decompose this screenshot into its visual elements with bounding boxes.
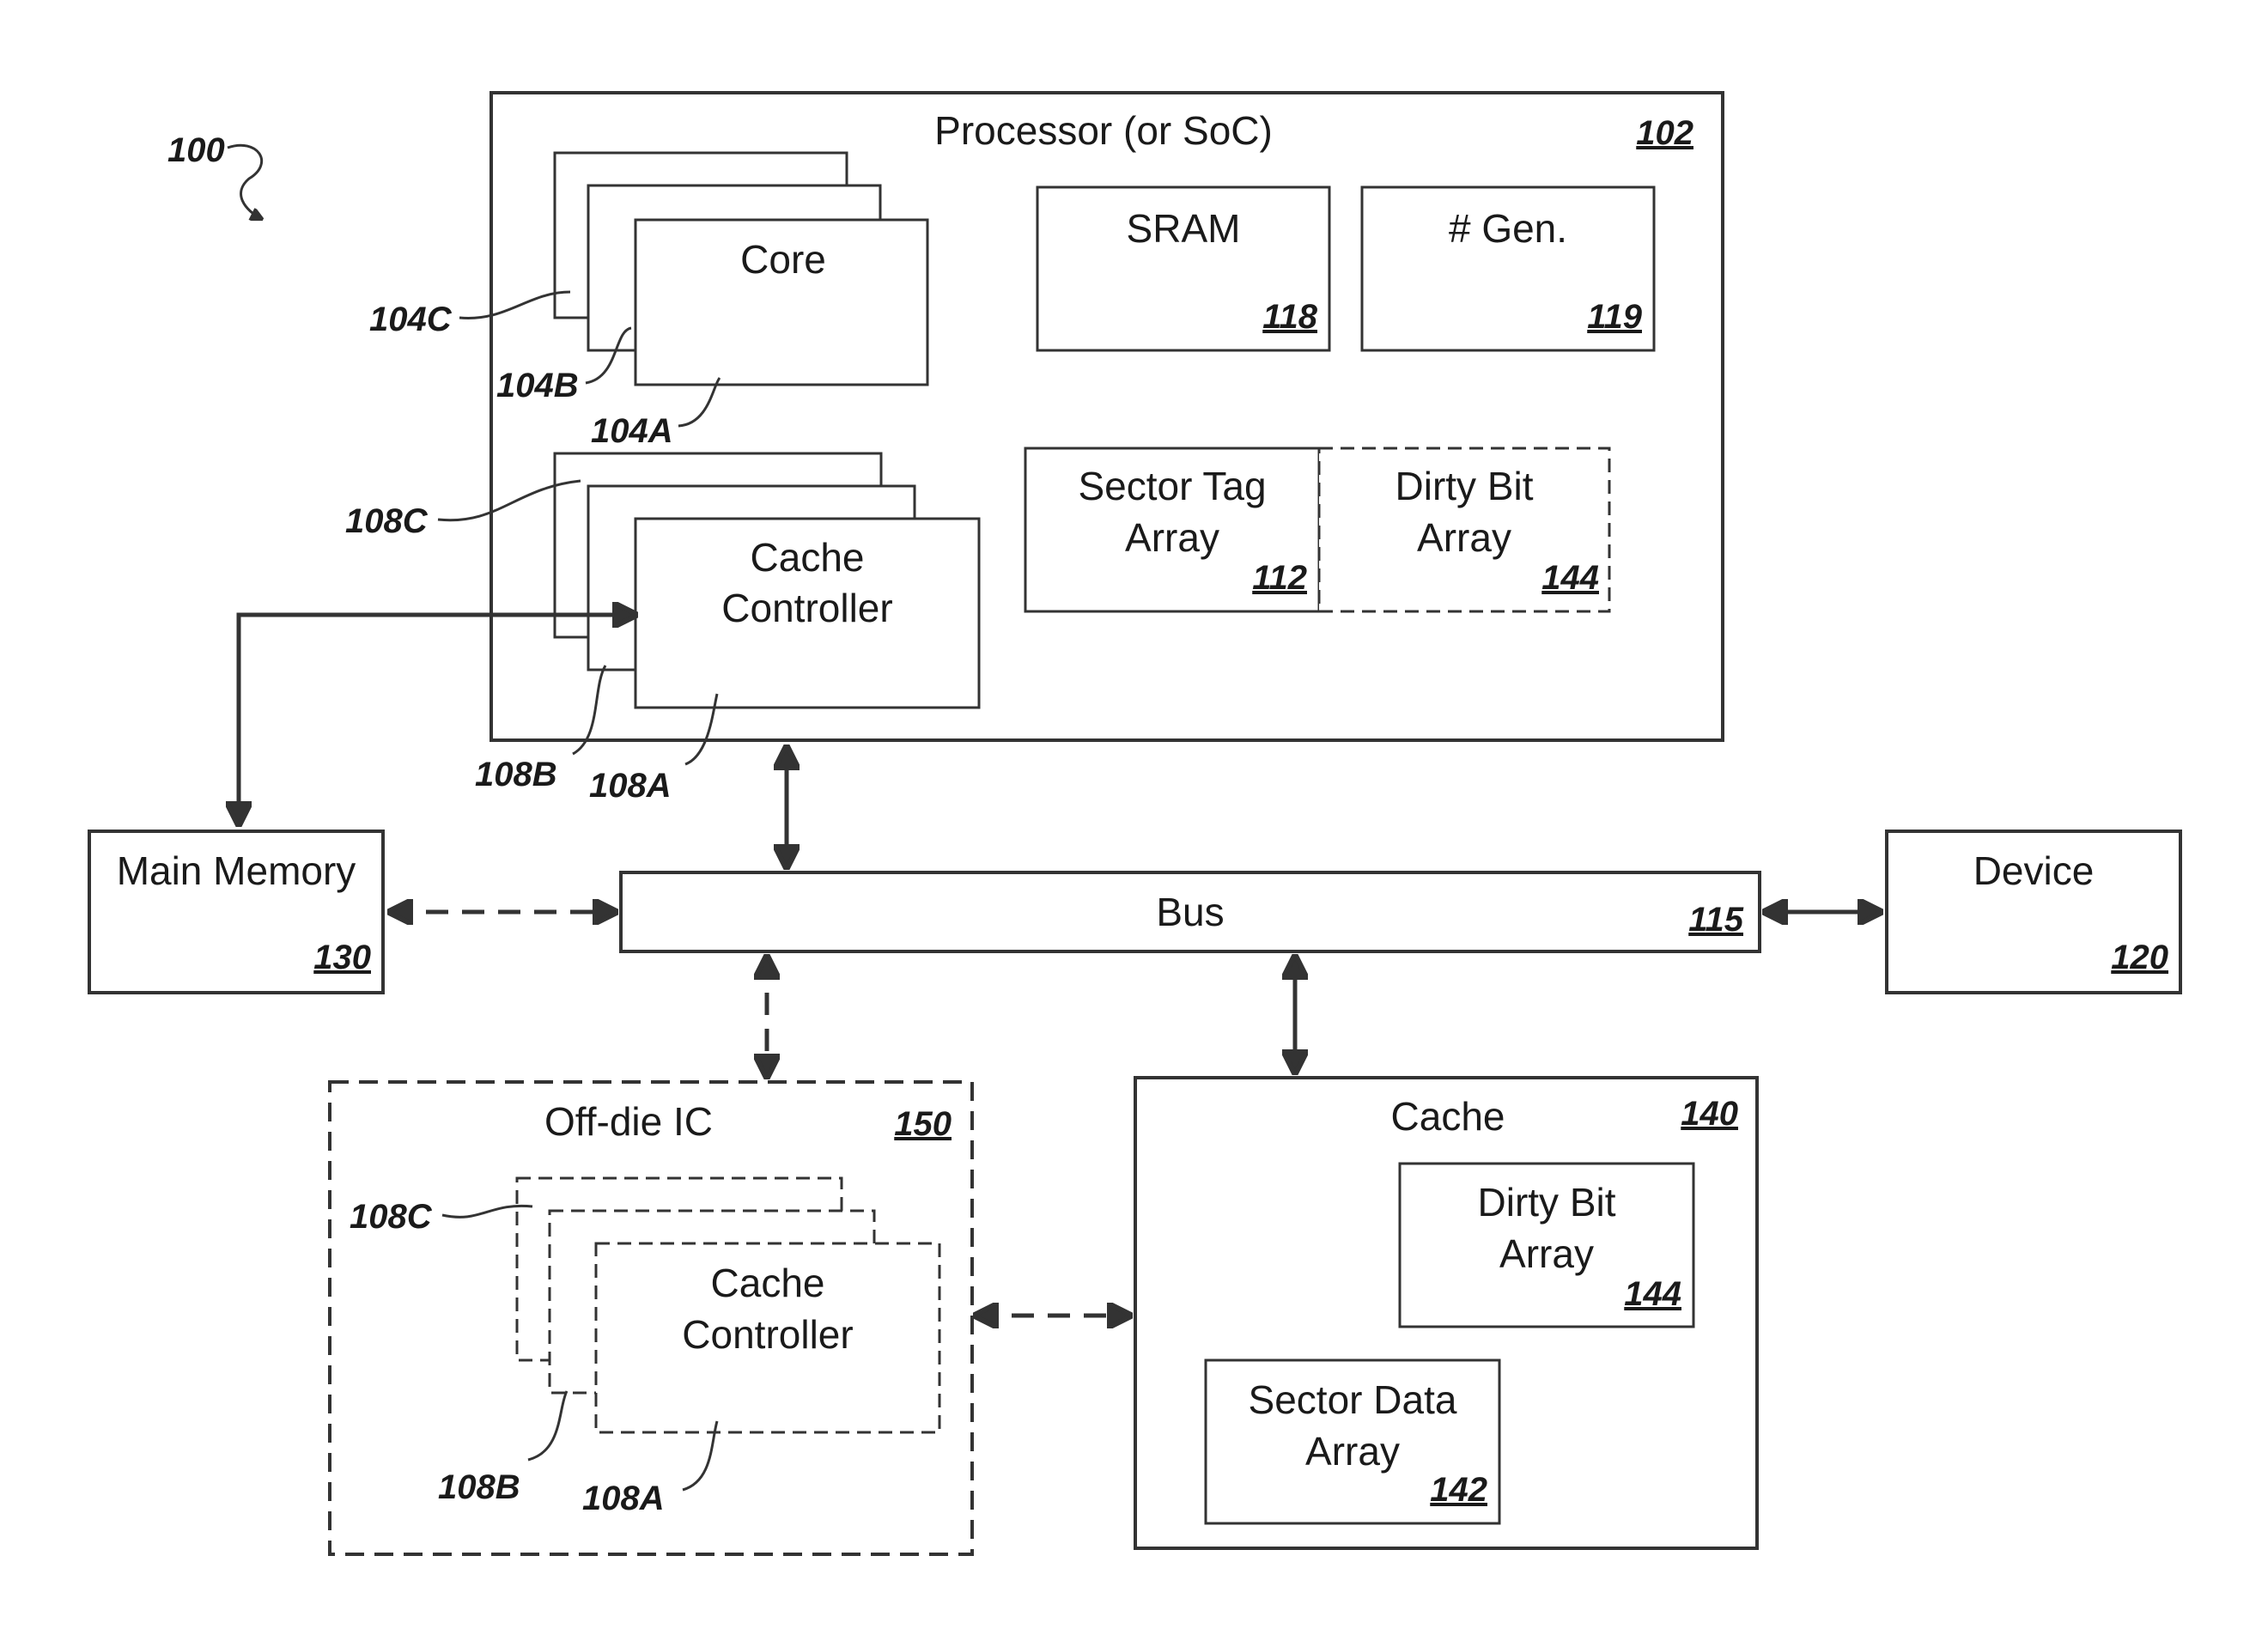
- cache-dirty-bit-array-line2: Array: [1499, 1231, 1594, 1276]
- sector-tag-array-line1: Sector Tag: [1078, 464, 1266, 508]
- num-gen-ref: 119: [1587, 298, 1643, 336]
- main-memory-label: Main Memory: [117, 848, 356, 893]
- sram-block: SRAM 118: [1037, 187, 1329, 350]
- bus-label: Bus: [1156, 890, 1224, 934]
- processor-dirty-bit-array-block: Dirty Bit Array 144: [1319, 448, 1609, 611]
- figure-number: 100: [167, 131, 262, 219]
- cache-block: Cache 140 Dirty Bit Array 144 Sector Dat…: [1135, 1078, 1757, 1548]
- sector-tag-array-block: Sector Tag Array 112: [1025, 448, 1319, 611]
- off-die-cc-108c-callout: 108C: [350, 1198, 433, 1236]
- core-104c-callout: 104C: [369, 301, 453, 338]
- main-memory-ref: 130: [313, 939, 371, 976]
- off-die-cc-line1: Cache: [711, 1261, 825, 1305]
- processor-dirty-bit-array-ref: 144: [1541, 559, 1599, 597]
- off-die-cc-108a-callout: 108A: [582, 1480, 665, 1517]
- cache-title: Cache: [1391, 1094, 1505, 1139]
- device-block: Device 120: [1887, 831, 2180, 993]
- off-die-cc-line2: Controller: [682, 1312, 853, 1357]
- core-104a-callout: 104A: [591, 412, 673, 450]
- figure-number-arrow: [228, 145, 262, 219]
- off-die-ic-ref: 150: [894, 1105, 952, 1143]
- sector-tag-array-line2: Array: [1125, 515, 1219, 560]
- sector-data-array-line2: Array: [1305, 1429, 1400, 1474]
- sram-label: SRAM: [1127, 206, 1241, 251]
- num-gen-block: # Gen. 119: [1362, 187, 1654, 350]
- sector-tag-array-ref: 112: [1252, 559, 1307, 597]
- figure-number-label: 100: [167, 131, 225, 169]
- cc-108c-callout: 108C: [345, 502, 429, 540]
- core-104b-callout: 104B: [496, 367, 579, 404]
- cc-108a-callout: 108A: [589, 767, 672, 805]
- bus-block: Bus 115: [621, 872, 1760, 951]
- cache-dirty-bit-array-line1: Dirty Bit: [1478, 1180, 1616, 1225]
- processor-dirty-bit-array-line2: Array: [1417, 515, 1511, 560]
- cache-controller-line2: Controller: [721, 586, 892, 630]
- processor-block: Processor (or SoC) 102 Core 104C 104B 10…: [345, 93, 1723, 805]
- cache-ref: 140: [1681, 1095, 1738, 1133]
- processor-ref: 102: [1636, 114, 1693, 152]
- num-gen-label: # Gen.: [1449, 206, 1567, 251]
- sram-ref: 118: [1262, 298, 1318, 336]
- sector-data-array-ref: 142: [1430, 1471, 1487, 1509]
- off-die-ic-title: Off-die IC: [544, 1099, 713, 1144]
- cache-dirty-bit-array-ref: 144: [1624, 1275, 1681, 1313]
- bus-ref: 115: [1688, 901, 1744, 939]
- cache-controller-line1: Cache: [751, 535, 865, 580]
- cache-controller-stack: Cache Controller: [555, 453, 979, 708]
- cc-108b-callout: 108B: [475, 756, 557, 793]
- off-die-cc-108b-callout: 108B: [438, 1468, 520, 1506]
- processor-title: Processor (or SoC): [934, 108, 1273, 153]
- sector-data-array-line1: Sector Data: [1249, 1377, 1457, 1422]
- core-label: Core: [740, 237, 826, 282]
- off-die-ic-block: Off-die IC 150 Cache Controller 108C 108…: [330, 1082, 972, 1554]
- main-memory-block: Main Memory 130: [89, 831, 383, 993]
- device-ref: 120: [2111, 939, 2168, 976]
- core-stack: Core: [555, 153, 927, 385]
- processor-dirty-bit-array-line1: Dirty Bit: [1395, 464, 1534, 508]
- device-label: Device: [1973, 848, 2095, 893]
